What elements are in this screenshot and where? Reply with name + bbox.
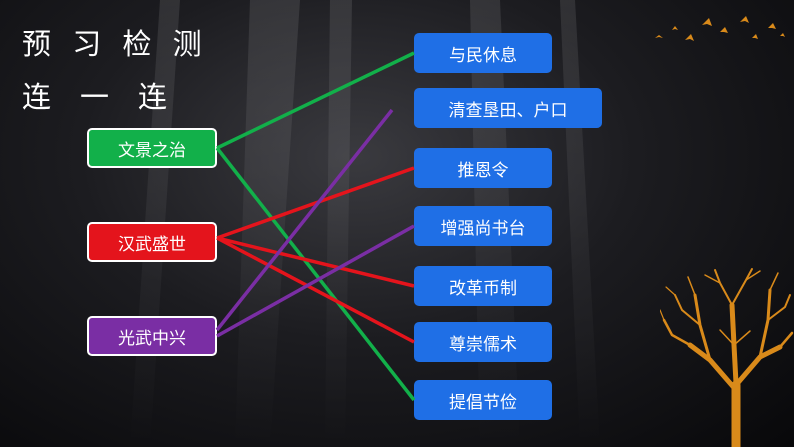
right-item-label: 推恩令 (457, 160, 509, 181)
right-item-rest-people[interactable]: 与民休息 (414, 33, 552, 73)
right-item-shangshutai[interactable]: 增强尚书台 (414, 206, 552, 246)
left-item-wenjing[interactable]: 文景之治 (87, 128, 217, 168)
left-item-label: 文景之治 (118, 140, 186, 161)
right-item-confucianism[interactable]: 尊崇儒术 (414, 322, 552, 362)
right-item-label: 提倡节俭 (449, 392, 517, 413)
right-item-land-census[interactable]: 清查垦田、户口 (414, 88, 602, 128)
left-item-label: 光武中兴 (118, 328, 186, 349)
right-item-label: 尊崇儒术 (449, 334, 517, 355)
heading-connect: 连 一 连 (22, 80, 168, 114)
right-item-frugality[interactable]: 提倡节俭 (414, 380, 552, 420)
left-item-label: 汉武盛世 (118, 234, 186, 255)
left-item-hanwu[interactable]: 汉武盛世 (87, 222, 217, 262)
left-item-guangwu[interactable]: 光武中兴 (87, 316, 217, 356)
right-item-currency-reform[interactable]: 改革币制 (414, 266, 552, 306)
right-item-label: 清查垦田、户口 (448, 100, 568, 121)
right-item-label: 增强尚书台 (440, 218, 526, 239)
right-item-tuien-ling[interactable]: 推恩令 (414, 148, 552, 188)
right-item-label: 与民休息 (449, 45, 517, 66)
golden-tree-icon (660, 268, 794, 447)
right-item-label: 改革币制 (449, 278, 517, 299)
flying-birds-icon (655, 16, 785, 41)
heading-preview-check: 预 习 检 测 (22, 27, 208, 61)
